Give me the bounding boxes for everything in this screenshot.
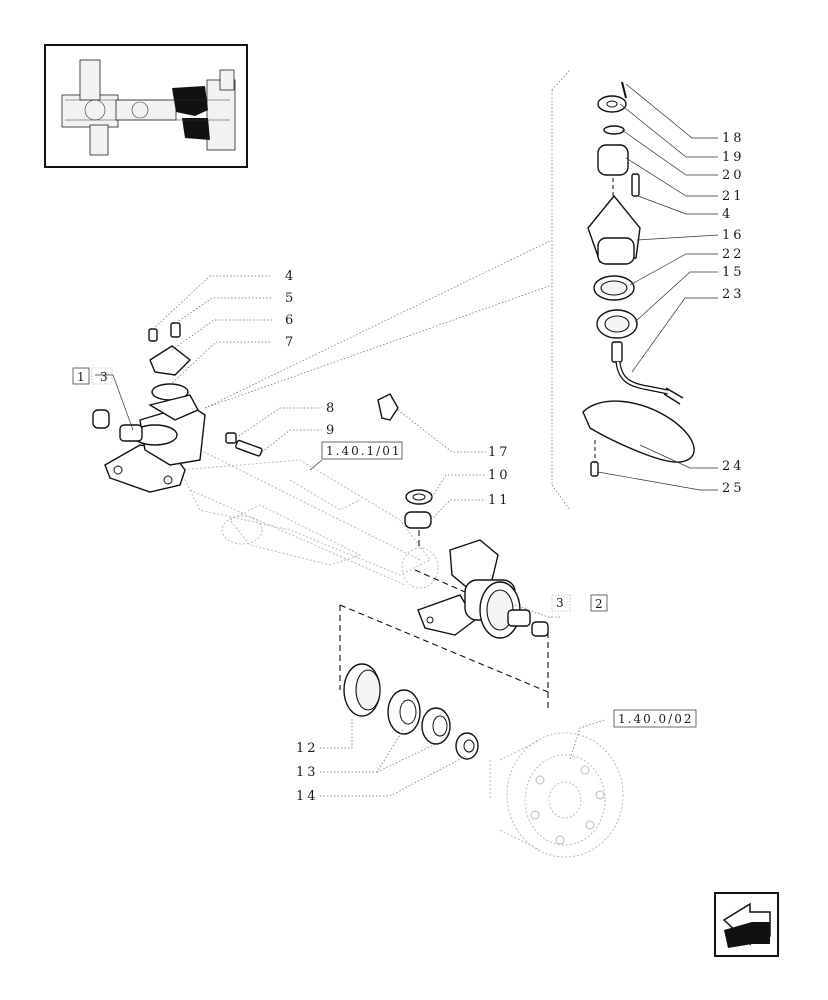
ref-right-box-label: 2 (595, 597, 605, 611)
exploded-path-dashes (339, 604, 549, 712)
label-24: 24 (722, 459, 745, 474)
label-19: 19 (722, 150, 745, 165)
ref-right-num-label: 3 (556, 596, 566, 610)
ref-axle-group[interactable]: 1.40.1/01 (321, 441, 403, 460)
inset-projection-lines (204, 69, 571, 511)
label-4b: 4 (722, 207, 733, 222)
label-15: 15 (722, 265, 745, 280)
label-17: 17 (488, 445, 511, 460)
label-10: 10 (488, 468, 511, 483)
ref-right[interactable]: 3 2 (551, 594, 608, 612)
left-kingpin-stack (148, 322, 199, 421)
ref-left-box-label: 1 (77, 370, 87, 384)
ref-left-num-label: 3 (100, 370, 110, 384)
label-16: 16 (722, 228, 745, 243)
grease-nipple (377, 393, 399, 421)
part-labels: 4 5 6 7 8 9 17 10 11 18 19 20 21 4 16 22… (285, 131, 745, 804)
label-9: 9 (326, 423, 337, 438)
left-steering-knuckle (92, 404, 206, 493)
label-11: 11 (488, 493, 511, 508)
left-bolt (225, 432, 263, 457)
wheel-hub-ghost (489, 732, 624, 858)
label-6: 6 (285, 313, 296, 328)
locator-thumbnail (44, 44, 248, 168)
ref-hub-group-label: 1.40.0/02 (618, 712, 693, 726)
ref-hub-group[interactable]: 1.40.0/02 (613, 709, 697, 728)
ref-axle-group-label: 1.40.1/01 (326, 444, 401, 458)
label-21: 21 (722, 189, 745, 204)
axle-housing-ghost (179, 449, 439, 589)
label-12: 12 (296, 741, 319, 756)
right-steering-knuckle (414, 539, 549, 639)
label-13: 13 (296, 765, 319, 780)
ref-left[interactable]: 1 3 (72, 367, 113, 385)
label-22: 22 (722, 247, 745, 262)
label-4a: 4 (285, 269, 296, 284)
label-25: 25 (722, 481, 745, 496)
label-14: 14 (296, 789, 319, 804)
sensor-assembly-inset (582, 81, 695, 477)
label-18: 18 (722, 131, 745, 146)
label-7: 7 (285, 335, 296, 350)
label-5: 5 (285, 291, 296, 306)
next-page-arrow-icon[interactable] (714, 892, 779, 957)
label-8: 8 (326, 401, 337, 416)
leader-lines (95, 83, 719, 797)
bearing-stack (343, 663, 479, 760)
label-20: 20 (722, 168, 745, 183)
label-23: 23 (722, 287, 745, 302)
dust-ring-and-bushing (404, 489, 433, 548)
